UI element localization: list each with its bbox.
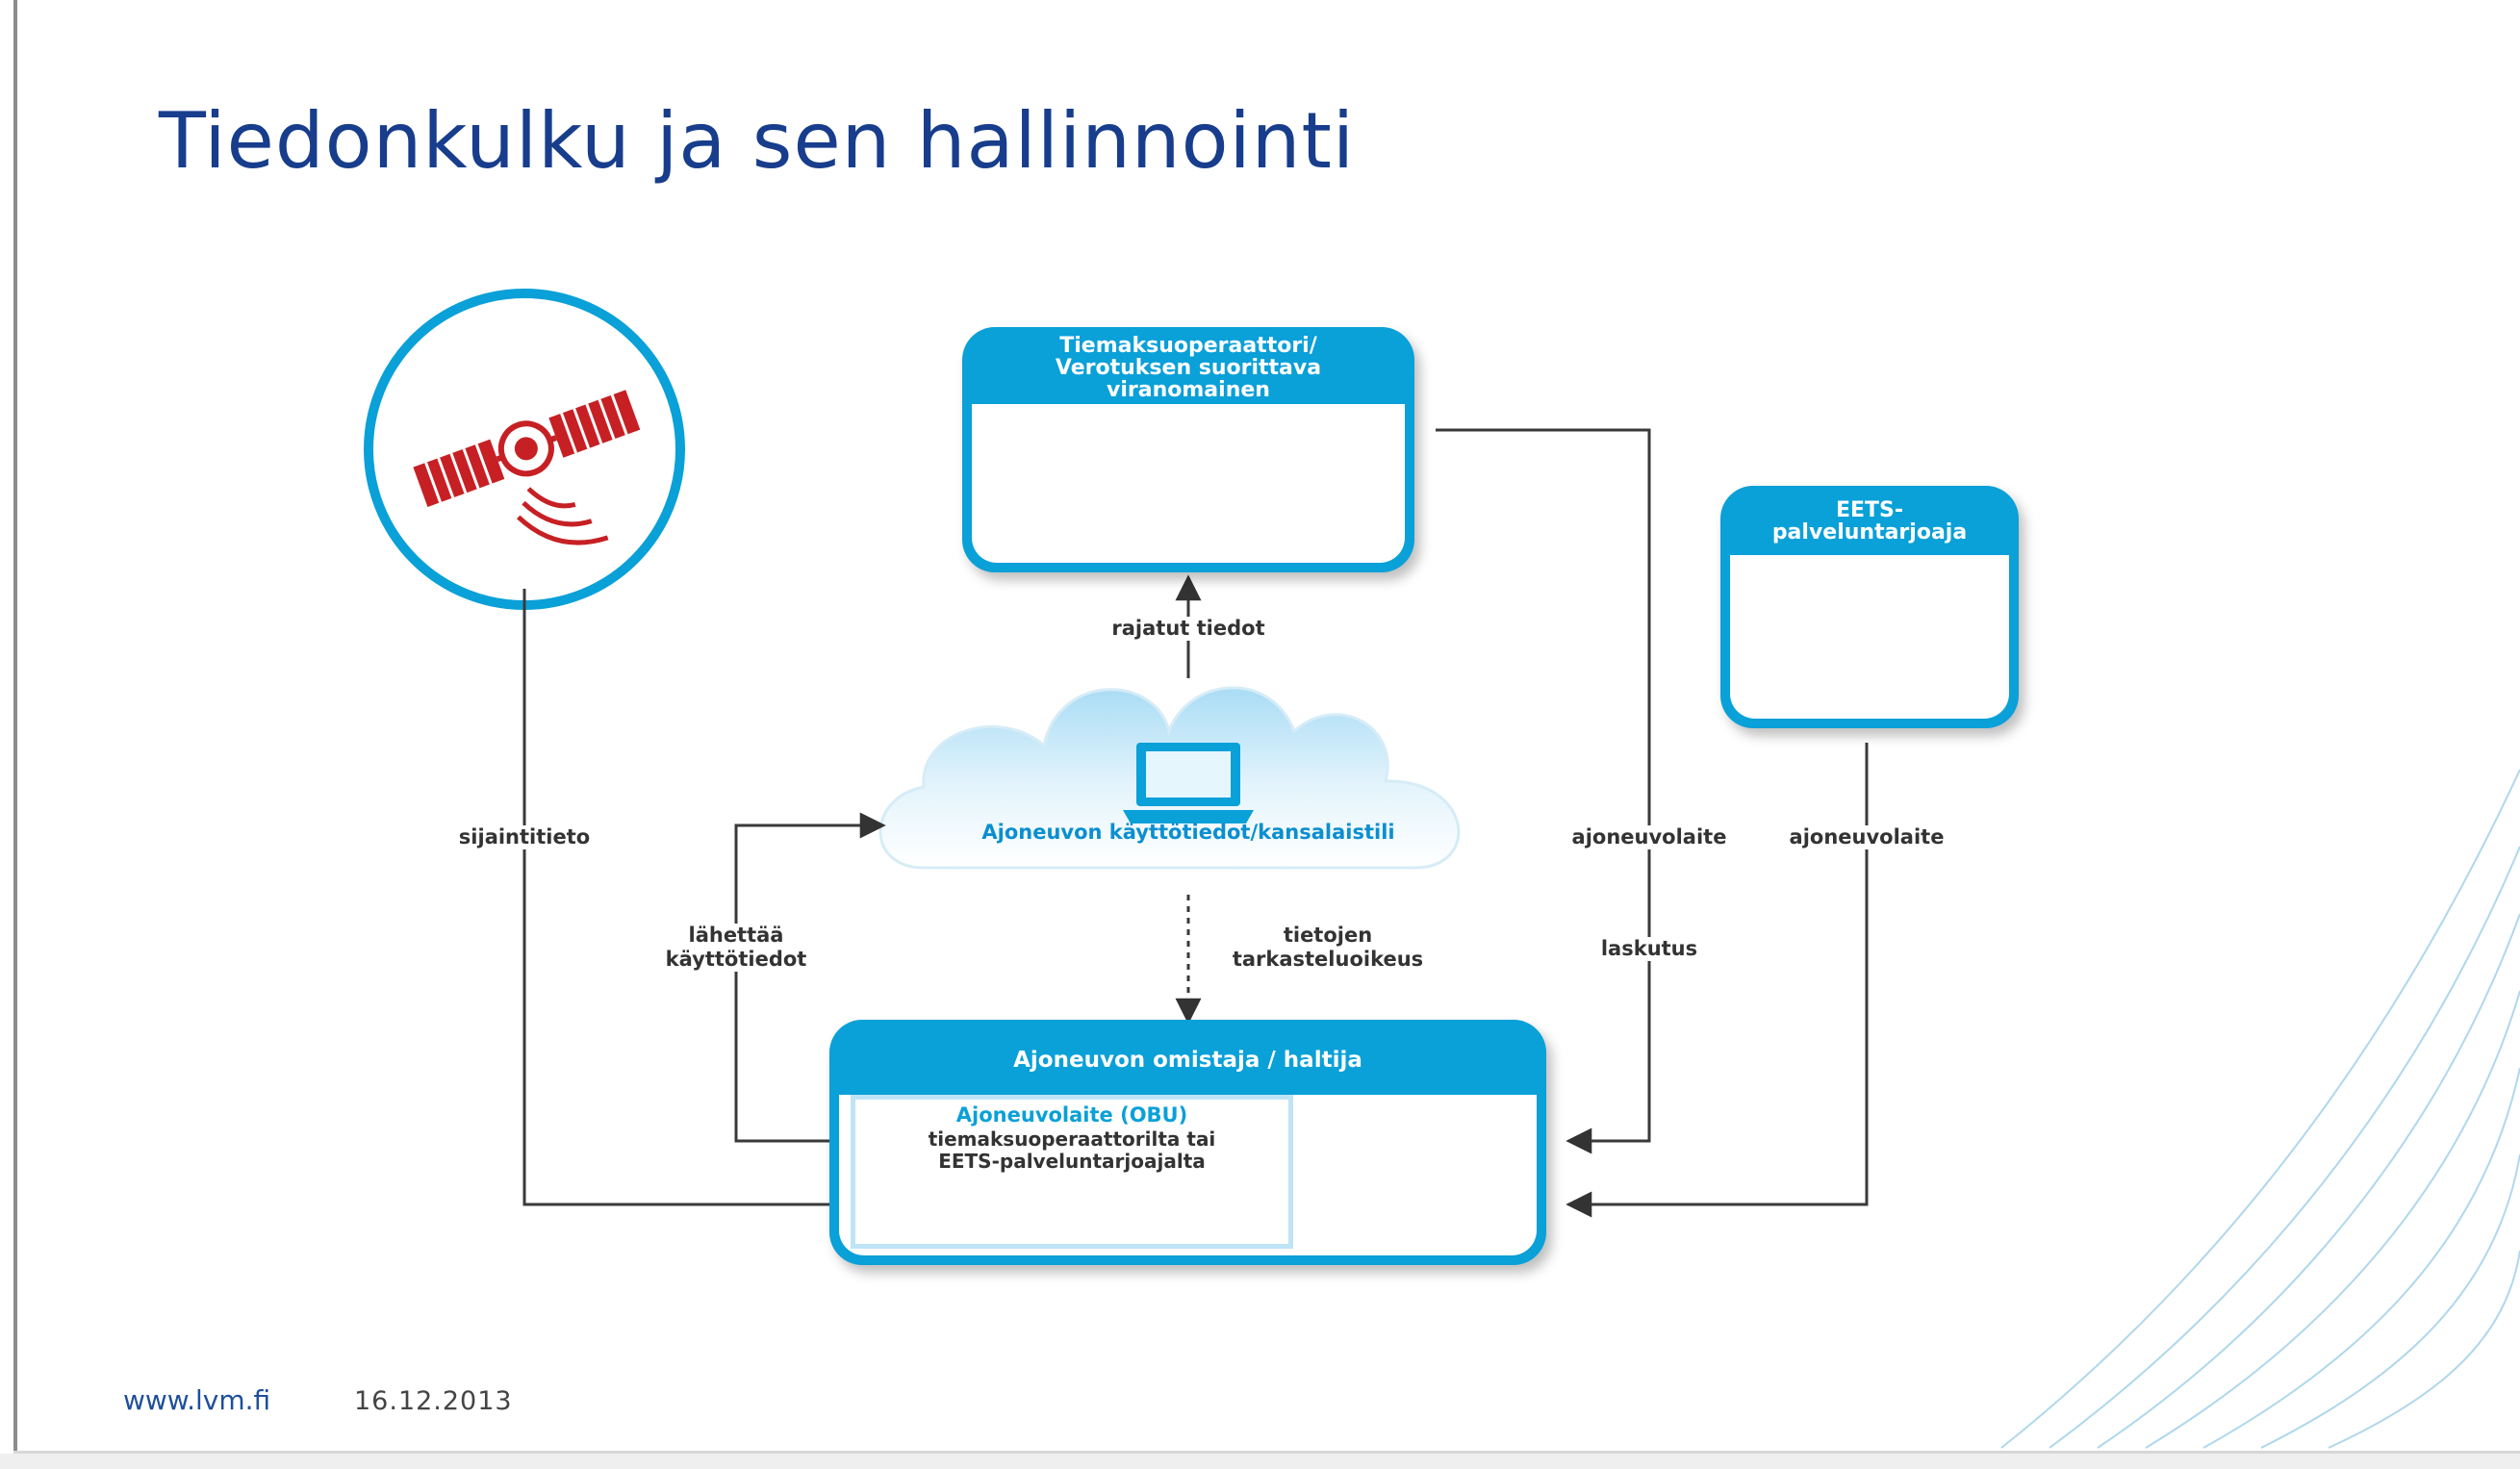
satellite-icon <box>413 390 641 545</box>
operator-header: Tiemaksuoperaattori/ Verotuksen suoritta… <box>962 335 1414 401</box>
slide-bottom-band <box>0 1454 2520 1469</box>
eets-header-line: EETS- <box>1835 498 1904 522</box>
edge-label-line: lähettää <box>688 924 784 947</box>
footer-url: www.lvm.fi <box>123 1384 271 1416</box>
cloud-node <box>878 686 1461 870</box>
edge-label-lahettaa-kayttotiedot: lähettää käyttötiedot <box>640 924 832 973</box>
obu-panel: Ajoneuvolaite (OBU) tiemaksuoperaattoril… <box>851 1095 1293 1249</box>
slide-bottom-border <box>13 1451 2520 1454</box>
edge-label-ajoneuvolaite-eets: ajoneuvolaite <box>1770 825 1963 850</box>
obu-title: Ajoneuvolaite (OBU) <box>955 1103 1188 1127</box>
edge-label-ajoneuvolaite-operator: ajoneuvolaite <box>1553 825 1745 850</box>
obu-text-line: EETS-palveluntarjoajalta <box>938 1150 1206 1173</box>
operator-box-body <box>972 404 1405 563</box>
edge-label-line: tietojen <box>1283 924 1373 947</box>
operator-header-line: Tiemaksuoperaattori/ <box>1059 334 1317 358</box>
eets-header-line: palveluntarjoaja <box>1771 520 1968 545</box>
footer-date: 16.12.2013 <box>354 1386 513 1416</box>
slide-title: Tiedonkulku ja sen hallinnointi <box>159 96 1356 186</box>
omistaja-box: Ajoneuvon omistaja / haltija Ajoneuvolai… <box>829 1020 1546 1265</box>
obu-text: tiemaksuoperaattorilta tai EETS-palvelun… <box>855 1128 1288 1173</box>
edge-label-line: käyttötiedot <box>665 948 807 972</box>
owner-header: Ajoneuvon omistaja / haltija <box>1013 1048 1362 1073</box>
edge-label-laskutus: laskutus <box>1578 937 1720 962</box>
cloud-label: Ajoneuvon käyttötiedot/kansalaistili <box>981 821 1395 844</box>
laptop-icon <box>1123 743 1254 823</box>
slide-left-border <box>13 0 17 1453</box>
operator-header-line: Verotuksen suorittava <box>1055 356 1322 381</box>
obu-text-line: tiemaksuoperaattorilta tai <box>928 1127 1216 1151</box>
connectors <box>522 428 1869 1218</box>
edge-label-rajatut-tiedot: rajatut tiedot <box>1092 617 1285 642</box>
eets-box: EETS- palveluntarjoaja <box>1720 486 2019 728</box>
decorative-swoosh <box>2000 769 2520 1449</box>
tiemaksuoperaattori-box: Tiemaksuoperaattori/ Verotuksen suoritta… <box>962 327 1414 572</box>
edge-label-line: tarkasteluoikeus <box>1232 948 1424 972</box>
satellite-node <box>364 289 685 610</box>
eets-header: EETS- palveluntarjoaja <box>1720 499 2019 544</box>
edge-label-tietojen-tarkasteluoikeus: tietojen tarkasteluoikeus <box>1208 924 1448 972</box>
edge-label-sijaintitieto: sijaintitieto <box>438 825 611 850</box>
eets-box-body <box>1730 555 2009 719</box>
operator-header-line: viranomainen <box>1107 378 1270 403</box>
